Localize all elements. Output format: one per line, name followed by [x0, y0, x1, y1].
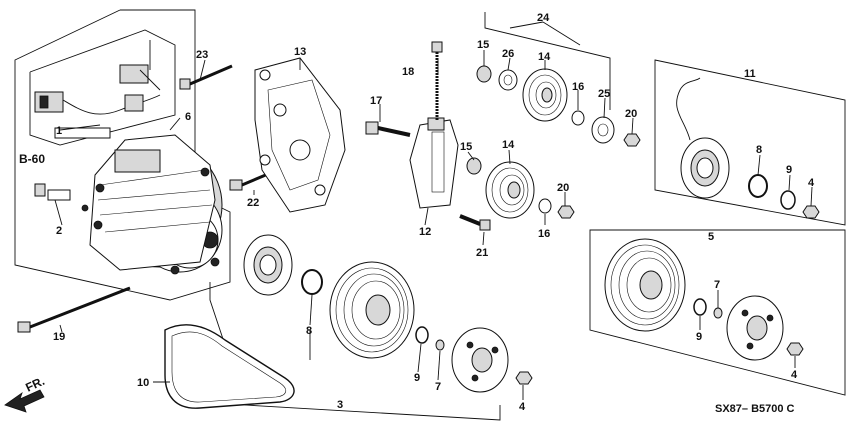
pressure-switch-harness [34, 40, 161, 139]
callout-4-set: 4 [791, 369, 798, 381]
callout-24: 24 [537, 12, 550, 24]
compressor-group-box [14, 9, 231, 301]
armature-plate-set [726, 295, 784, 361]
callout-20-lower: 20 [557, 182, 569, 194]
callout-4-lower: 4 [519, 401, 526, 413]
callout-21: 21 [476, 247, 488, 259]
clutch-pulley-set [604, 238, 686, 332]
compressor-body [89, 134, 223, 275]
shim-9-lower [415, 326, 429, 344]
callout-25: 25 [598, 88, 610, 100]
callout-1: 1 [56, 125, 62, 137]
bolt-21 [459, 214, 491, 231]
callout-13: 13 [294, 46, 306, 58]
callout-5: 5 [708, 231, 714, 243]
callout-18: 18 [402, 66, 414, 78]
armature-plate-lower [451, 327, 509, 393]
callout-12: 12 [419, 226, 431, 238]
bolt-17 [365, 121, 411, 137]
coil-group-box [654, 59, 846, 226]
shim-9-set [693, 298, 707, 316]
nut-4-set [786, 342, 804, 356]
washer-26 [498, 69, 518, 91]
collar-15-upper [476, 65, 492, 83]
leader-lines [54, 21, 813, 400]
nut-20-lower [557, 205, 575, 219]
callout-14-lower: 14 [502, 139, 515, 151]
callout-10: 10 [137, 377, 149, 389]
callout-15-upper: 15 [477, 39, 489, 51]
relief-valve [34, 183, 89, 212]
washer-16-lower [538, 198, 552, 214]
washer-16-upper [571, 110, 585, 126]
idler-pulley-upper [522, 68, 568, 122]
callout-22: 22 [247, 197, 259, 209]
shim-7-set [713, 307, 723, 319]
callout-15-lower: 15 [460, 141, 472, 153]
callout-8-coil: 8 [756, 144, 762, 156]
callout-16-upper: 16 [572, 81, 584, 93]
callout-8-lower: 8 [306, 325, 312, 337]
field-coil-upper [676, 77, 730, 199]
callout-9-set: 9 [696, 331, 702, 343]
idler-pulley-lower [485, 161, 535, 219]
compressor-bracket [254, 57, 346, 213]
nut-4-lower [515, 371, 533, 385]
callout-11: 11 [744, 68, 756, 80]
v-belt [164, 324, 295, 409]
callout-26: 26 [502, 48, 514, 60]
direction-label: FR. [23, 374, 46, 395]
callout-19: 19 [53, 331, 65, 343]
reference-b60: B-60 [19, 152, 45, 166]
diagram-code: SX87– B5700 C [715, 403, 795, 415]
shim-9-upper [780, 190, 796, 210]
bolt-19 [17, 286, 131, 333]
nut-4-upper [802, 205, 820, 219]
callout-labels: 1 2 3 4 4 4 5 6 7 7 8 8 9 9 9 10 11 12 1… [53, 12, 815, 413]
bolt-23 [179, 64, 233, 90]
collar-15-lower [466, 157, 482, 175]
harness-group-box [29, 29, 176, 146]
callout-2: 2 [56, 225, 62, 237]
front-direction-arrow-icon [4, 389, 45, 413]
bolt-22 [229, 172, 269, 191]
idler-group-box [484, 12, 611, 110]
clutch-set-box [589, 229, 846, 396]
callout-7-lower: 7 [435, 381, 441, 393]
callout-20-upper: 20 [625, 108, 637, 120]
callout-7-set: 7 [714, 279, 720, 291]
snap-ring-8-lower [301, 269, 323, 295]
shim-7-lower [435, 339, 445, 351]
field-coil-lower [243, 234, 293, 296]
callout-16-lower: 16 [538, 228, 550, 240]
callout-9-coil: 9 [786, 164, 792, 176]
cover-25 [591, 116, 615, 144]
callout-23: 23 [196, 49, 208, 61]
bolt-18 [431, 41, 443, 120]
callout-9-lower: 9 [414, 372, 420, 384]
callout-14-upper: 14 [538, 51, 551, 63]
clutch-pulley-lower [329, 261, 415, 359]
callout-4-coil: 4 [808, 177, 815, 189]
callout-3: 3 [337, 399, 343, 411]
snap-ring-8-upper [748, 174, 768, 198]
nut-20-upper [623, 133, 641, 147]
callout-17: 17 [370, 95, 382, 107]
tensioner-bracket [409, 117, 459, 209]
callout-6: 6 [185, 111, 191, 123]
